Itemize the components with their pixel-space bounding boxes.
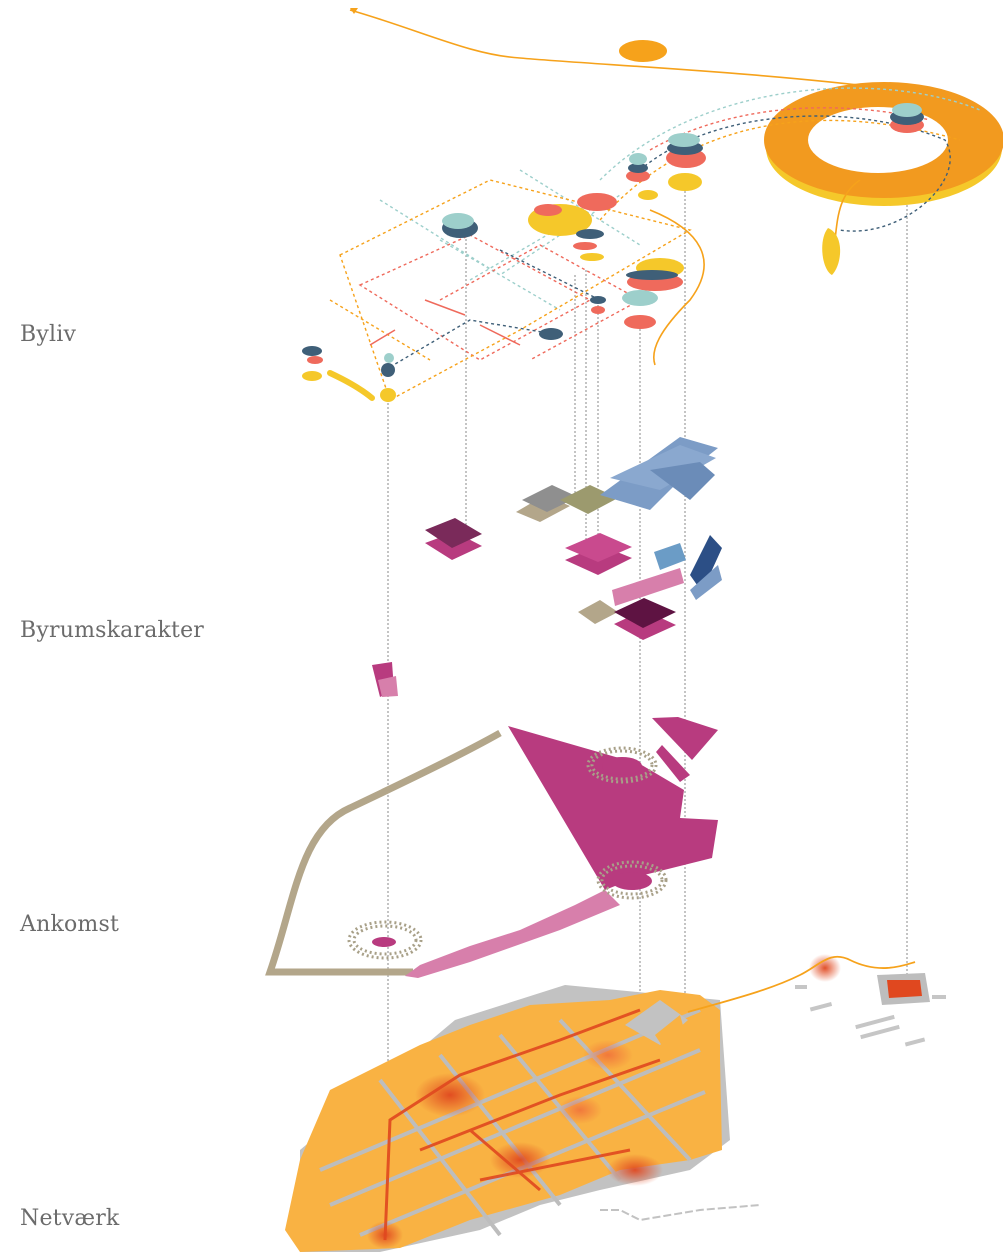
- coral-blob: [573, 242, 597, 250]
- arrival-node-icon: [347, 920, 423, 960]
- coral-dash: [424, 299, 466, 316]
- coral-blob: [626, 170, 650, 182]
- teal-blob: [384, 353, 394, 363]
- coral-dash: [369, 329, 396, 346]
- layer-label-ankomst: Ankomst: [20, 912, 120, 937]
- arrival-node-core: [602, 757, 642, 775]
- route-arrow-icon: [350, 8, 358, 14]
- orange-pier: [655, 1015, 690, 1058]
- magenta-corridor: [508, 726, 718, 890]
- yellow-blob: [302, 371, 322, 381]
- yellow-stroke-blob: [327, 370, 375, 401]
- hotspot: [607, 1154, 663, 1186]
- teal-blob: [629, 153, 647, 165]
- hotspot: [558, 1096, 602, 1124]
- coral-dash: [479, 324, 521, 346]
- yellow-blob: [380, 388, 396, 402]
- layer-label-netvaerk: Netværk: [20, 1206, 120, 1231]
- darkblue-plane: [690, 535, 722, 592]
- navy-blob: [381, 363, 395, 377]
- byrumskarakter-layer: [372, 437, 722, 697]
- hotspot: [415, 1073, 485, 1117]
- yellow-drop-blob: [822, 228, 841, 275]
- pink-plane: [612, 568, 684, 606]
- gray-road: [600, 1204, 761, 1222]
- magenta-plane: [652, 717, 718, 760]
- red-site: [887, 980, 922, 998]
- byliv-layer: [302, 8, 1003, 402]
- orange-link-line: [687, 955, 916, 1013]
- teal-blob: [622, 290, 658, 306]
- steel-plane: [610, 445, 716, 490]
- steel-plane: [690, 565, 722, 600]
- steel-plane: [650, 462, 715, 500]
- navy-blob: [626, 270, 678, 280]
- plum-plane: [425, 518, 482, 548]
- khaki-plane: [578, 600, 618, 624]
- hotspot: [583, 1040, 633, 1070]
- coral-blob: [307, 356, 323, 364]
- teal-blob: [668, 133, 700, 147]
- arrival-node-core: [612, 872, 652, 890]
- navy-blob: [590, 296, 606, 304]
- hotspot: [367, 1221, 403, 1249]
- navy-blob: [628, 163, 648, 173]
- khaki-route: [265, 729, 502, 976]
- magenta-plane: [656, 745, 690, 782]
- coral-blob: [577, 193, 617, 211]
- netvaerk-layer: [285, 954, 946, 1252]
- coral-blob: [624, 315, 656, 329]
- yellow-blob: [668, 173, 702, 191]
- navy-dashed-path: [384, 115, 951, 371]
- pink-plane: [378, 676, 398, 697]
- navy-blob: [302, 346, 322, 356]
- layer-label-byrumskarakter: Byrumskarakter: [20, 618, 205, 643]
- ring-hole: [808, 107, 948, 173]
- yellow-solid-path: [649, 209, 705, 366]
- ankomst-layer: [265, 717, 718, 978]
- olive-plane: [560, 485, 618, 514]
- arrival-node-icon: [586, 746, 658, 784]
- plum-plane: [614, 598, 676, 628]
- gray-plane: [522, 485, 578, 512]
- arrival-node-icon: [596, 860, 668, 900]
- steel-plane: [654, 543, 686, 570]
- coral-blob: [591, 306, 605, 314]
- navy-blob: [576, 229, 604, 239]
- navy-blob: [539, 328, 563, 340]
- scattered-buildings: [795, 985, 946, 1047]
- hotspot: [490, 1142, 550, 1178]
- yellow-blob: [580, 253, 604, 261]
- coral-blob: [534, 204, 562, 216]
- orange-blob: [619, 40, 667, 62]
- magenta-plane: [565, 533, 632, 562]
- arrival-node-core: [372, 937, 396, 947]
- pink-corridor: [405, 890, 620, 978]
- hotspot: [809, 954, 841, 982]
- teal-blob: [442, 213, 474, 229]
- layer-label-byliv: Byliv: [20, 322, 77, 347]
- teal-blob: [892, 103, 922, 117]
- yellow-blob: [638, 190, 658, 200]
